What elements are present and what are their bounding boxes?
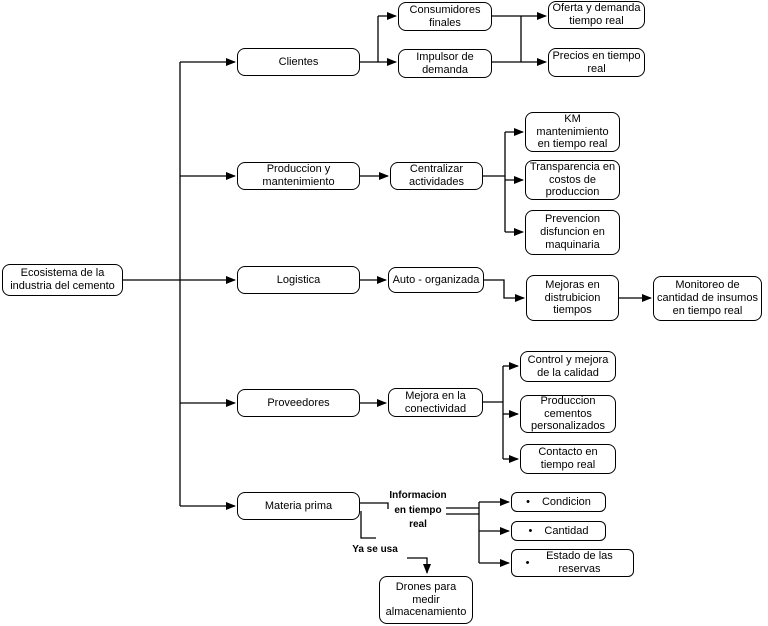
node-produccion-mantenimiento[interactable]: Produccion y mantenimiento [237,162,360,190]
node-impulsor-demanda[interactable]: Impulsor de demanda [398,49,492,78]
node-oferta-demanda[interactable]: Oferta y demanda tiempo real [548,1,645,29]
node-proveedores[interactable]: Proveedores [237,389,360,417]
node-monitoreo-insumos[interactable]: Monitoreo de cantidad de insumos en tiem… [653,276,762,321]
node-materia-prima[interactable]: Materia prima [237,492,360,520]
bullet-icon: • [525,556,530,569]
node-consumidores-finales[interactable]: Consumidores finales [398,2,492,31]
node-mejora-conectividad[interactable]: Mejora en la conectividad [388,388,483,417]
bullet-icon: • [528,524,533,537]
node-mejoras-distrubicion[interactable]: Mejoras en distrubicion tiempos [526,275,619,321]
bullet-icon: • [526,495,530,508]
node-transparencia-costos[interactable]: Transparencia en costos de produccion [525,160,620,200]
node-logistica[interactable]: Logistica [237,266,360,294]
node-estado-reservas[interactable]: • Estado de las reservas [511,549,634,577]
node-clientes[interactable]: Clientes [237,48,360,76]
node-condicion[interactable]: • Condicion [511,492,606,512]
node-contacto-tiempo-real[interactable]: Contacto en tiempo real [520,444,616,474]
node-control-calidad[interactable]: Control y mejora de la calidad [520,351,616,382]
node-centralizar-actividades[interactable]: Centralizar actividades [390,162,483,190]
node-drones[interactable]: Drones para medir almacenamiento [379,576,473,624]
node-cantidad-label: Cantidad [544,524,589,537]
node-condicion-label: Condicion [541,495,591,508]
node-precios-tiempo-real[interactable]: Precios en tiempo real [548,48,645,77]
node-prevencion-disfuncion[interactable]: Prevencion disfuncion en maquinaria [525,210,620,255]
node-cantidad[interactable]: • Cantidad [511,521,606,541]
label-informacion-tiempo-real[interactable]: Informacion en tiempo real [389,490,447,530]
node-estado-reservas-label: Estado de las reservas [546,550,613,575]
node-auto-organizada[interactable]: Auto - organizada [388,267,484,293]
node-km-mantenimiento[interactable]: KM mantenimiento en tiempo real [525,112,620,152]
node-root[interactable]: Ecosistema de la industria del cemento [2,264,123,296]
label-ya-se-usa[interactable]: Ya se usa [352,544,398,555]
node-produccion-cementos[interactable]: Produccion cementos personalizados [520,395,616,433]
